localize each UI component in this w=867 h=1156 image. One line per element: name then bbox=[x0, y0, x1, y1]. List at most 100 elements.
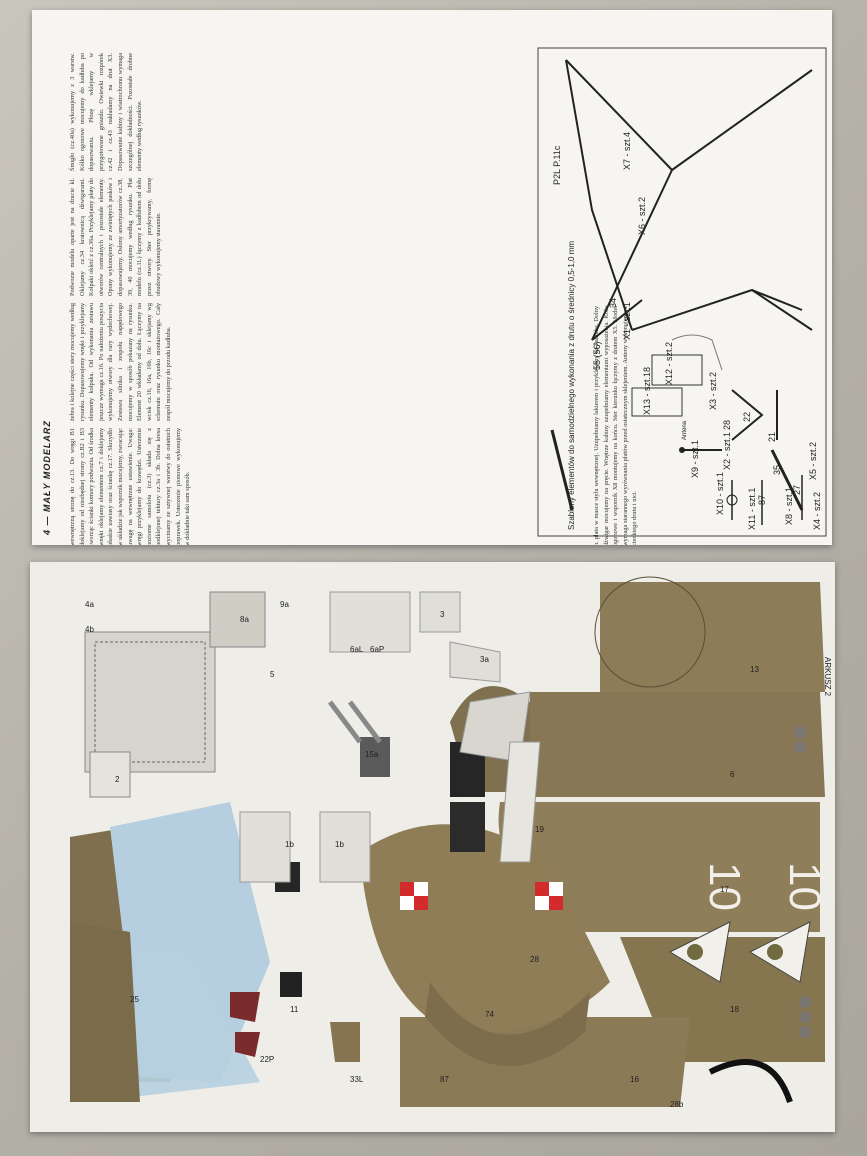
part-3 bbox=[419, 591, 461, 633]
polish-checkerboard-1 bbox=[400, 882, 428, 910]
part-3c-dark-2 bbox=[450, 802, 485, 852]
x12-box bbox=[651, 354, 703, 386]
x6-label: X6 - szt.2 bbox=[637, 196, 647, 235]
part-22-red bbox=[235, 1032, 260, 1057]
figure-border bbox=[537, 47, 827, 537]
label-25: 25 bbox=[130, 995, 139, 1004]
x12-label: X12 - szt.2 bbox=[664, 341, 674, 385]
x1-wire bbox=[591, 299, 643, 341]
label-3: 3 bbox=[440, 610, 445, 619]
part-2-frame bbox=[84, 631, 216, 773]
polish-checkerboard-2 bbox=[535, 882, 563, 910]
x5-label: X5 - szt.2 bbox=[808, 441, 818, 480]
x11-label: X11 - szt.1 bbox=[747, 487, 757, 530]
part-74 bbox=[425, 982, 590, 1067]
label-15a: 15a bbox=[365, 750, 379, 759]
label-19: 19 bbox=[535, 825, 544, 834]
x2-label: X2 - szt.1 bbox=[722, 431, 732, 470]
part-6 bbox=[530, 692, 825, 797]
label-11: 11 bbox=[290, 1005, 299, 1014]
antenna-label: Antena bbox=[682, 420, 688, 440]
label-3a: 3a bbox=[480, 655, 489, 664]
label-22P: 22P bbox=[260, 1055, 274, 1064]
label-2: 2 bbox=[115, 775, 120, 784]
part-33 bbox=[330, 1022, 360, 1062]
x9-label: X9 - szt.1 bbox=[690, 439, 700, 478]
gear-outline bbox=[671, 334, 723, 371]
label-8a: 8a bbox=[240, 615, 249, 624]
n87-label: 87 bbox=[757, 494, 767, 505]
part-19 bbox=[499, 741, 541, 863]
part-13 bbox=[600, 582, 825, 692]
disc-18a bbox=[799, 996, 811, 1008]
part-3a bbox=[449, 641, 501, 683]
part-10-strut bbox=[328, 700, 362, 744]
label-28b: 28b bbox=[670, 1100, 684, 1109]
part-25-khaki bbox=[70, 922, 140, 1102]
label-33L: 33L bbox=[350, 1075, 364, 1084]
label-87: 87 bbox=[440, 1075, 449, 1084]
label-16: 16 bbox=[630, 1075, 639, 1084]
label-1b: 1b bbox=[285, 840, 294, 849]
label-1b-2: 1b bbox=[335, 840, 344, 849]
cutout-parts: 10 10 bbox=[70, 576, 832, 1109]
n21-label: 21 bbox=[767, 431, 777, 442]
x7-x6-wire bbox=[565, 59, 813, 341]
part-9a bbox=[209, 591, 266, 648]
label-9a: 9a bbox=[280, 600, 289, 609]
x13-label: X13 - szt.18 bbox=[642, 366, 652, 415]
label-28: 28 bbox=[530, 955, 539, 964]
x5-wire bbox=[550, 429, 574, 511]
part-21-red bbox=[230, 992, 260, 1022]
part-15a bbox=[360, 737, 390, 777]
x4-label: X4 - szt.2 bbox=[812, 491, 822, 530]
label-74: 74 bbox=[485, 1010, 494, 1019]
x7-label: X7 - szt.4 bbox=[622, 131, 632, 170]
disc-18c bbox=[799, 1026, 811, 1038]
emblem-1-art bbox=[687, 944, 703, 960]
label-3c: 3c bbox=[450, 790, 458, 799]
label-5: 5 bbox=[270, 670, 275, 679]
n34-label: 34 bbox=[608, 297, 618, 308]
label-sheet-title: ARKUSZ 2 bbox=[823, 657, 832, 697]
label-17: 17 bbox=[720, 885, 729, 894]
label-6aP: 6aP bbox=[370, 645, 384, 654]
x1-label: X1 - szt.1 bbox=[622, 301, 632, 340]
part-11-dark bbox=[280, 972, 302, 997]
figure-caption: Szablony elementów do samodzielnego wyko… bbox=[567, 240, 576, 530]
n27-label: 27 bbox=[792, 484, 802, 495]
x3-wire bbox=[731, 389, 764, 441]
label-4a: 4a bbox=[85, 600, 94, 609]
disc-13c bbox=[794, 741, 806, 753]
part-28 bbox=[360, 824, 610, 1034]
part-1b-left bbox=[239, 811, 291, 883]
label-4b: 4b bbox=[85, 625, 94, 634]
n55-label: 55 (56) bbox=[592, 341, 602, 370]
label-18: 18 bbox=[730, 1005, 739, 1014]
emblem-2-art bbox=[767, 944, 783, 960]
part-17 bbox=[498, 802, 820, 932]
part-1b-right bbox=[319, 811, 371, 883]
label-13: 13 bbox=[750, 665, 759, 674]
fuselage-number-2: 10 bbox=[780, 862, 829, 911]
part-6a bbox=[329, 591, 411, 653]
n28-label: 28 bbox=[722, 419, 732, 430]
disc-18b bbox=[799, 1011, 811, 1023]
x13-box bbox=[631, 387, 683, 417]
label-6aL: 6aL bbox=[350, 645, 364, 654]
disc-13b bbox=[794, 726, 806, 738]
label-6: 6 bbox=[730, 770, 735, 779]
label-23: 23 bbox=[290, 885, 299, 894]
n35-label: 35 bbox=[772, 464, 782, 475]
x3-label: X3 - szt.2 bbox=[708, 371, 718, 410]
x4-wire bbox=[770, 449, 804, 511]
cutout-sheet: 10 10 bbox=[30, 562, 835, 1132]
n22-label: 22 bbox=[742, 411, 752, 422]
part-62P bbox=[708, 1059, 793, 1103]
fuselage-number-1: 10 bbox=[700, 862, 749, 911]
instruction-page: 4 — MAŁY MODELARZ wewnętrzną stronę do c… bbox=[32, 10, 832, 545]
x10-label: X10 - szt.1 bbox=[715, 471, 725, 515]
figure-title: P2L P.11c bbox=[552, 145, 562, 185]
wire-templates-figure bbox=[537, 47, 827, 537]
part-2 bbox=[89, 751, 131, 798]
